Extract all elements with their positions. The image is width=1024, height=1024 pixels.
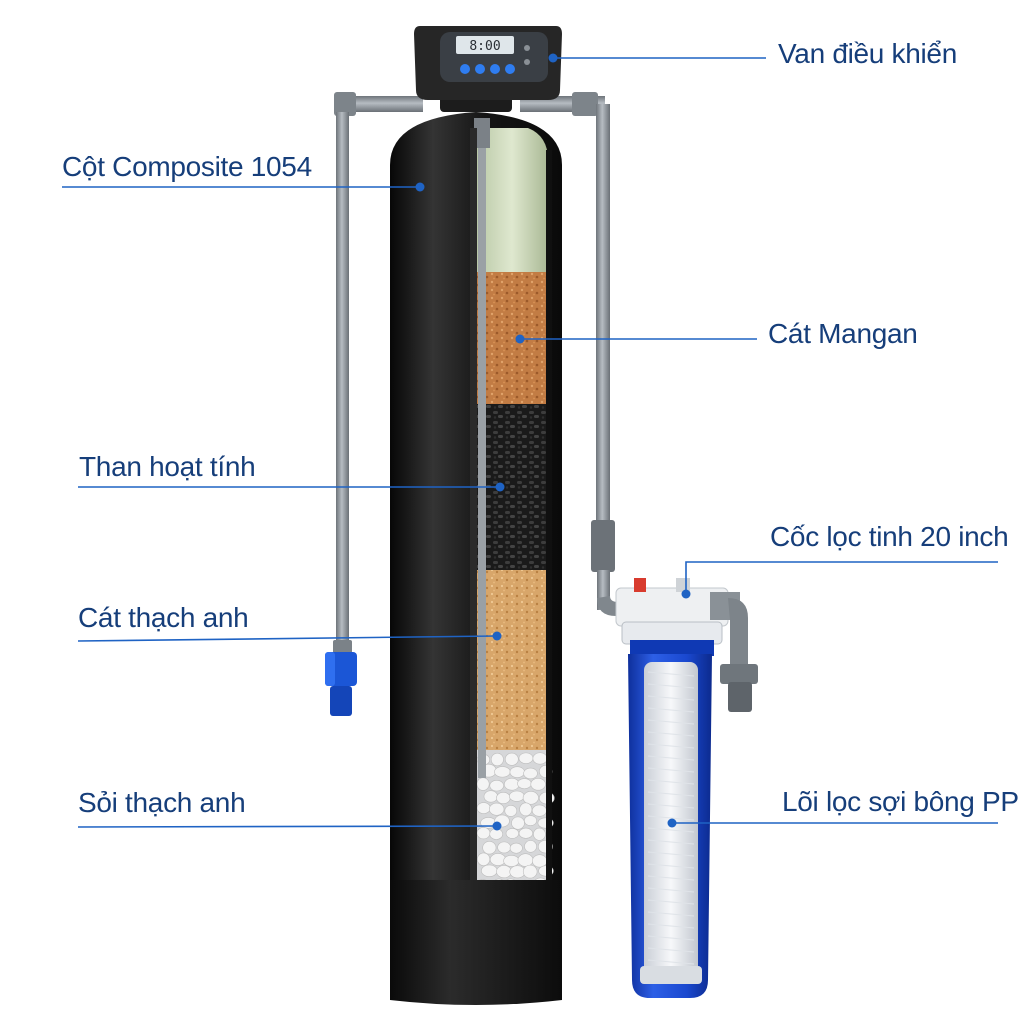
pebble <box>533 827 546 841</box>
pebble <box>477 852 491 866</box>
pebble <box>496 865 512 879</box>
cartridge-fiber-line <box>647 899 695 905</box>
dot-activated-carbon <box>495 482 505 492</box>
valve-display-value: 8:00 <box>469 39 500 54</box>
pebble <box>530 777 546 791</box>
pebble <box>497 841 511 854</box>
cartridge-fiber-line <box>647 887 695 893</box>
pebble <box>482 841 497 855</box>
leader-fine-filter-housing <box>685 561 998 594</box>
pebble <box>509 842 523 854</box>
cartridge-fiber-line <box>647 863 695 869</box>
dot-quartz-gravel <box>492 821 502 831</box>
pebble <box>490 752 504 767</box>
pebble <box>476 827 491 840</box>
pebble <box>509 766 525 778</box>
pebble <box>503 854 520 867</box>
composite-tank <box>390 112 562 1005</box>
pebble <box>489 853 507 866</box>
pebble <box>476 802 491 814</box>
gravel-pebbles <box>475 750 555 892</box>
pebble <box>531 804 547 817</box>
pebble <box>524 815 537 826</box>
leader-quartz-sand <box>77 635 498 642</box>
pebble <box>488 802 505 816</box>
cartridge-fiber-line <box>647 779 695 785</box>
label-pp-cartridge: Lõi lọc sợi bông PP <box>782 786 1019 817</box>
cartridge-fiber-line <box>647 827 695 833</box>
control-valve: 8:00 <box>414 26 562 112</box>
cartridge-fiber-line <box>647 911 695 917</box>
label-quartz-sand: Cát thạch anh <box>78 602 249 633</box>
pebble <box>476 777 490 791</box>
cartridge-fiber-line <box>647 839 695 845</box>
pebble <box>494 766 511 778</box>
label-quartz-gravel: Sỏi thạch anh <box>78 787 246 818</box>
cartridge-fiber-line <box>647 947 695 953</box>
cartridge-fiber-line <box>647 851 695 857</box>
dot-control-valve <box>548 53 558 63</box>
pebble <box>483 790 499 803</box>
pebble <box>511 816 525 830</box>
label-fine-filter-housing: Cốc lọc tinh 20 inch <box>770 521 1009 552</box>
cartridge-fiber-line <box>647 683 695 689</box>
cartridge-fiber-line <box>647 935 695 941</box>
pebble <box>489 779 504 792</box>
filter-housing <box>615 578 758 998</box>
pebble <box>503 777 520 791</box>
cartridge-fiber-line <box>647 731 695 737</box>
cartridge-fiber-line <box>647 791 695 797</box>
pebble <box>519 802 533 817</box>
pebble <box>481 864 498 877</box>
dot-quartz-sand <box>492 631 502 641</box>
pebble <box>505 828 520 839</box>
cartridge-fiber-line <box>647 719 695 725</box>
drain-valve <box>325 652 357 716</box>
cartridge-fiber-line <box>647 803 695 809</box>
pebble <box>517 853 534 867</box>
cartridge-fiber-line <box>647 959 695 965</box>
dot-manganese-sand <box>515 334 525 344</box>
cartridge-fiber-line <box>647 695 695 701</box>
cartridge-fiber-line <box>647 743 695 749</box>
pebble <box>517 778 532 790</box>
pebble <box>532 752 548 765</box>
pebble <box>524 840 537 853</box>
pebble <box>523 767 538 780</box>
cartridge-fiber-line <box>647 671 695 677</box>
label-manganese-sand: Cát Mangan <box>768 318 918 349</box>
cartridge-fiber-line <box>647 875 695 881</box>
cartridge-fiber-line <box>647 707 695 713</box>
pebble <box>518 752 534 764</box>
label-activated-carbon: Than hoạt tính <box>79 451 256 482</box>
dot-fine-filter-housing <box>681 589 691 599</box>
leader-quartz-gravel <box>77 825 498 828</box>
dot-composite-tank <box>415 182 425 192</box>
cartridge-fiber-line <box>647 767 695 773</box>
cartridge-fiber-line <box>647 923 695 929</box>
inlet-pipe-left <box>333 92 423 654</box>
pebble <box>504 752 519 766</box>
pebble <box>522 864 538 879</box>
label-control-valve: Van điều khiển <box>778 38 957 69</box>
dot-pp-cartridge <box>667 818 677 828</box>
label-composite-tank: Cột Composite 1054 <box>62 151 312 182</box>
pebble <box>532 854 548 868</box>
outlet-pipe-right <box>520 92 640 616</box>
cartridge-fiber-line <box>647 755 695 761</box>
pebble <box>496 792 511 804</box>
pebble <box>522 791 539 805</box>
pebble <box>518 827 533 839</box>
pebble <box>504 805 518 817</box>
cartridge-fiber-line <box>647 815 695 821</box>
pebble <box>509 790 525 802</box>
